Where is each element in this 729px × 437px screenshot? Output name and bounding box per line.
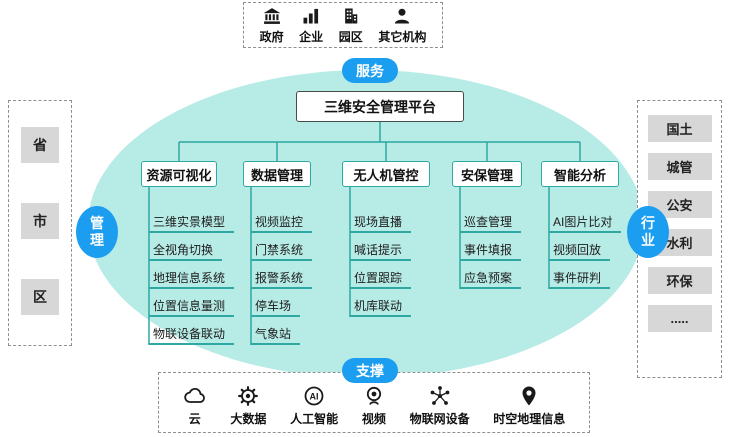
consumer-label: 企业 <box>299 29 324 44</box>
branch-resource-visualization: 资源可视化 <box>141 161 217 187</box>
branch-intelligent-analysis: 智能分析 <box>541 161 619 187</box>
consumer-label: 政府 <box>259 29 284 44</box>
leaf-item: 应急预案 <box>460 269 522 289</box>
government-building-icon <box>262 6 282 26</box>
leaf-item: 门禁系统 <box>251 241 313 261</box>
management-pill: 管理 <box>76 206 118 258</box>
industry-pill-label: 行业 <box>641 214 655 249</box>
branch-items-drone-control: 现场直播 喊话提示 位置跟踪 机库联动 <box>350 213 412 325</box>
level-district: 区 <box>21 279 59 315</box>
leaf-item: 三维实景模型 <box>149 213 235 233</box>
industry-pill: 行业 <box>627 206 669 258</box>
level-province: 省 <box>21 127 59 163</box>
support-pill: 支撑 <box>342 358 398 383</box>
leaf-item: 全视角切换 <box>149 241 223 261</box>
tech-big-data: 大数据 <box>230 384 266 427</box>
tech-label: 大数据 <box>230 412 267 426</box>
leaf-item: 气象站 <box>251 325 301 345</box>
consumer-other-org: 其它机构 <box>378 6 426 45</box>
consumer-label: 其它机构 <box>378 29 427 44</box>
leaf-item: 现场直播 <box>350 213 412 233</box>
tech-label: 人工智能 <box>290 412 339 426</box>
tech-label: 云 <box>188 412 201 426</box>
leaf-item: 位置跟踪 <box>350 269 412 289</box>
leaf-item: 事件研判 <box>549 269 611 289</box>
branch-security-management: 安保管理 <box>452 161 522 187</box>
tech-iot-devices: 物联网设备 <box>410 384 470 427</box>
leaf-item: 视频监控 <box>251 213 313 233</box>
consumer-campus: 园区 <box>339 6 363 45</box>
leaf-item: 机库联动 <box>350 297 412 317</box>
leaf-item: 停车场 <box>251 297 301 317</box>
level-city: 市 <box>21 203 59 239</box>
management-levels-group: 省 市 区 <box>8 100 72 346</box>
bar-chart-icon <box>301 6 321 26</box>
campus-building-icon <box>341 6 361 26</box>
svg-text:AI: AI <box>310 392 319 402</box>
cloud-icon <box>183 384 207 408</box>
consumer-enterprise: 企业 <box>299 6 323 45</box>
management-pill-label: 管理 <box>90 214 104 249</box>
consumer-government: 政府 <box>260 6 284 45</box>
service-pill: 服务 <box>342 58 398 83</box>
tech-video: 视频 <box>362 384 386 427</box>
leaf-item: 报警系统 <box>251 269 313 289</box>
webcam-icon <box>362 384 386 408</box>
branch-data-management: 数据管理 <box>243 161 311 187</box>
gear-data-icon <box>236 384 260 408</box>
tech-label: 物联网设备 <box>409 412 470 426</box>
industry-environment: 环保 <box>647 267 712 294</box>
leaf-item: AI图片比对 <box>549 213 622 233</box>
location-pin-icon <box>517 384 541 408</box>
industry-land: 国土 <box>647 115 712 142</box>
leaf-item: 喊话提示 <box>350 241 412 261</box>
branch-items-intelligent-analysis: AI图片比对 视频回放 事件研判 <box>549 213 622 297</box>
tech-geo-info: 时空地理信息 <box>493 384 565 427</box>
leaf-item: 事件填报 <box>460 241 522 261</box>
platform-title: 三维安全管理平台 <box>324 98 436 115</box>
platform-title-box: 三维安全管理平台 <box>296 91 464 122</box>
industry-more: ..... <box>647 305 712 332</box>
leaf-item: 位置信息量测 <box>149 297 235 317</box>
branch-items-resource-visualization: 三维实景模型 全视角切换 地理信息系统 位置信息量测 物联设备联动 <box>149 213 235 353</box>
person-icon <box>392 6 412 26</box>
industry-urban-management: 城管 <box>647 153 712 180</box>
tech-label: 时空地理信息 <box>493 412 566 426</box>
ai-circle-icon: AI <box>302 384 326 408</box>
branch-items-security-management: 巡查管理 事件填报 应急预案 <box>460 213 522 297</box>
branch-drone-control: 无人机管控 <box>342 161 430 187</box>
branch-items-data-management: 视频监控 门禁系统 报警系统 停车场 气象站 <box>251 213 313 353</box>
leaf-item: 物联设备联动 <box>149 325 235 345</box>
leaf-item: 视频回放 <box>549 241 611 261</box>
tech-label: 视频 <box>361 412 386 426</box>
tech-ai: AI 人工智能 <box>290 384 338 427</box>
service-consumers-group: 政府 企业 园区 其它机构 <box>243 2 443 48</box>
leaf-item: 地理信息系统 <box>149 269 235 289</box>
tech-cloud: 云 <box>183 384 207 427</box>
leaf-item: 巡查管理 <box>460 213 522 233</box>
consumer-label: 园区 <box>338 29 363 44</box>
iot-network-icon <box>428 384 452 408</box>
